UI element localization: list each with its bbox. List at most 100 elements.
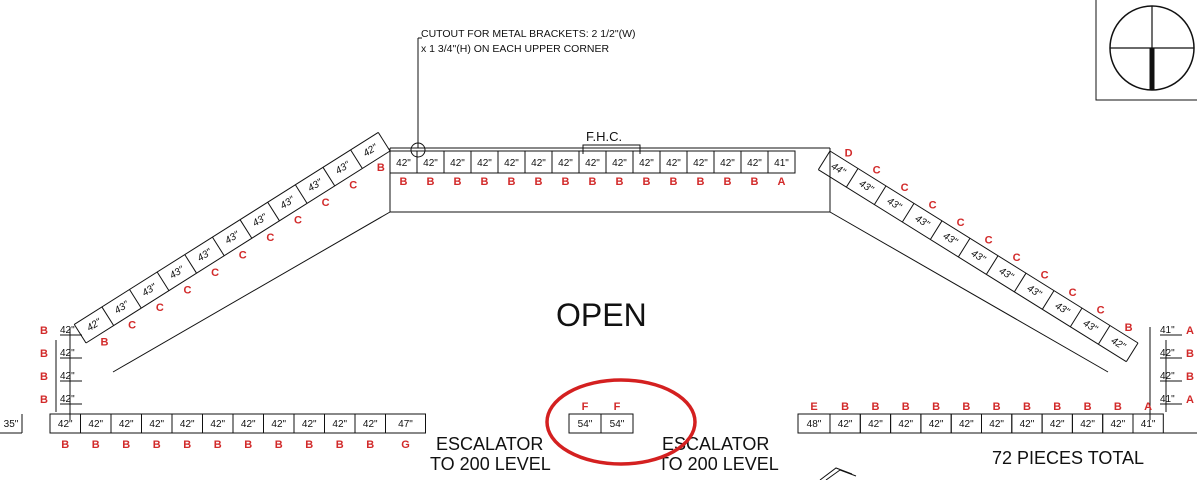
- segment-code: C: [1069, 287, 1077, 299]
- callout-line-2: x 1 3/4"(H) ON EACH UPPER CORNER: [421, 43, 610, 55]
- segment-cell: 42"B: [354, 413, 386, 451]
- segment-code: C: [128, 319, 136, 331]
- segment-cell: 42"B: [171, 413, 203, 451]
- segment-cell: 42"B: [324, 413, 356, 451]
- counter-outline: [55, 147, 1167, 412]
- fhc-marker: F.H.C.: [582, 129, 641, 154]
- segment-length: 42": [504, 158, 519, 169]
- segment-length: 42": [1020, 419, 1035, 430]
- segment-code: C: [322, 197, 330, 209]
- segment-cell: 42"B: [713, 150, 742, 188]
- segment-code: C: [957, 217, 965, 229]
- segment-cell: 42"B: [578, 150, 607, 188]
- segment-code: B: [40, 371, 48, 383]
- segment-cell: 42"B: [659, 150, 688, 188]
- segment-length: 42": [85, 317, 104, 334]
- segment-code: C: [239, 249, 247, 261]
- segment-code: B: [377, 162, 385, 174]
- segment-code: B: [962, 401, 970, 413]
- segment-code: A: [778, 176, 786, 188]
- right-diagonal-segments: 44"D43"C43"C43"C43"C43"C43"C43"C43"C43"C…: [817, 147, 1139, 363]
- center-segments: 54"F54"F: [568, 401, 634, 434]
- segment-length: 42": [60, 348, 75, 359]
- segment-code: B: [932, 401, 940, 413]
- segment-code: B: [643, 176, 651, 188]
- segment-code: B: [40, 394, 48, 406]
- segment-length: 42": [585, 158, 600, 169]
- segment-code: B: [336, 439, 344, 451]
- segment-cell: 42"B: [232, 413, 264, 451]
- segment-code: B: [214, 439, 222, 451]
- segment-code: C: [266, 232, 274, 244]
- segment-length: 42": [693, 158, 708, 169]
- segment-code: B: [275, 439, 283, 451]
- segment-length: 43": [251, 212, 270, 229]
- left-vertical-segments: 42"B42"B42"B42"B: [40, 325, 82, 420]
- segment-code: B: [1186, 371, 1194, 383]
- segment-code: B: [841, 401, 849, 413]
- segment-length: 42": [60, 325, 75, 336]
- segment-length: 43": [334, 159, 353, 176]
- segment-code: E: [810, 401, 817, 413]
- segment-code: B: [183, 439, 191, 451]
- segment-length: 42": [1160, 371, 1175, 382]
- segment-code: C: [156, 302, 164, 314]
- segment-length: 43": [1025, 283, 1044, 300]
- segment-code: B: [508, 176, 516, 188]
- segment-code: B: [400, 176, 408, 188]
- segment-length: 43": [113, 299, 132, 316]
- segment-length: 42": [149, 419, 164, 430]
- escalator-left-label: ESCALATOR TO 200 LEVEL: [430, 434, 551, 474]
- segment-cell: 47"G: [385, 413, 426, 451]
- segment-code: D: [845, 147, 853, 159]
- segment-cell: 42" B: [1011, 401, 1043, 434]
- segment-cell: 42" B: [920, 401, 952, 434]
- segment-length: 42": [898, 419, 913, 430]
- segment-length: 42": [302, 419, 317, 430]
- segment-length: 42": [639, 158, 654, 169]
- segment-cell: 42"B: [1041, 401, 1073, 434]
- segment-length: 42": [612, 158, 627, 169]
- segment-cell: 42"B: [890, 401, 922, 434]
- segment-code: C: [985, 235, 993, 247]
- svg-text:TO 200 LEVEL: TO 200 LEVEL: [430, 454, 551, 474]
- segment-cell: 42"B: [293, 413, 325, 451]
- segment-length: 42": [666, 158, 681, 169]
- segment-length: 43": [941, 231, 960, 248]
- segment-cell: 42"B: [859, 401, 892, 434]
- segment-length: 43": [306, 177, 325, 194]
- segment-code: B: [427, 176, 435, 188]
- segment-length: 42": [1111, 419, 1126, 430]
- segment-code: C: [1013, 252, 1021, 264]
- segment-cell: 42"B: [49, 413, 81, 451]
- segment-code: B: [1053, 401, 1061, 413]
- segment-code: C: [294, 215, 302, 227]
- segment-code: B: [244, 439, 252, 451]
- segment-length: 43": [913, 213, 932, 230]
- segment-code: B: [724, 176, 732, 188]
- svg-text:ESCALATOR: ESCALATOR: [436, 434, 543, 454]
- segment-length: 42": [396, 158, 411, 169]
- segment-length: 43": [140, 282, 159, 299]
- segment-length: 42": [989, 419, 1004, 430]
- segment-length: 42": [929, 419, 944, 430]
- fhc-label: F.H.C.: [586, 129, 622, 144]
- segment-cell: 42"B: [1071, 401, 1104, 434]
- segment-length: 43": [969, 248, 988, 265]
- segment-cell: 54"F: [600, 401, 634, 434]
- segment-length: 42": [60, 371, 75, 382]
- segment-length: 42": [747, 158, 762, 169]
- segment-code: B: [1186, 348, 1194, 360]
- segment-code: B: [122, 439, 130, 451]
- segment-code: B: [40, 348, 48, 360]
- segment-code: B: [1114, 401, 1122, 413]
- segment-code: B: [562, 176, 570, 188]
- svg-text:ESCALATOR: ESCALATOR: [662, 434, 769, 454]
- segment-code: B: [92, 439, 100, 451]
- segment-length: 43": [857, 178, 876, 195]
- segment-cell: 42"B: [263, 413, 295, 451]
- segment-length: 43": [885, 196, 904, 213]
- segment-cell: 42" B: [497, 150, 526, 188]
- segment-code: B: [1023, 401, 1031, 413]
